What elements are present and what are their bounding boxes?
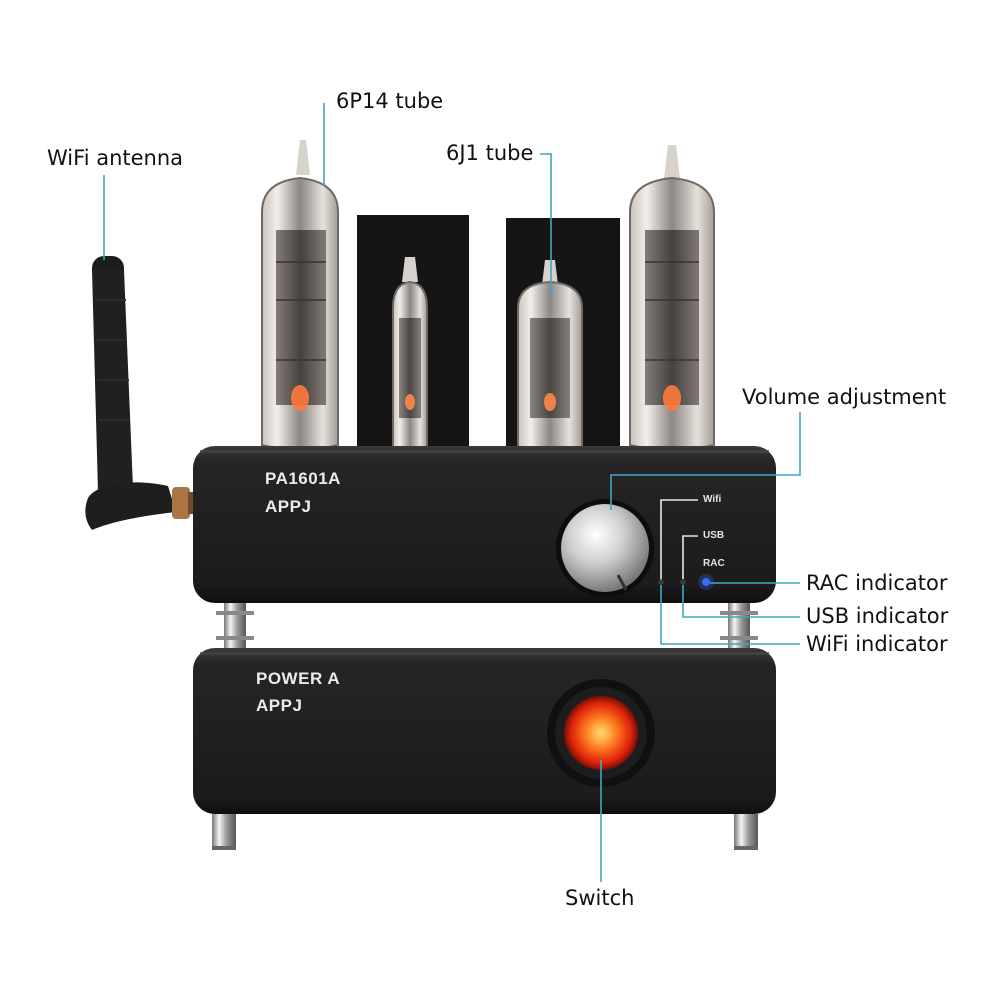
wifi-antenna <box>85 256 198 530</box>
usb-indicator-label: USB <box>703 530 725 541</box>
feet <box>212 814 758 850</box>
callout-volume-adjustment: Volume adjustment <box>742 385 947 409</box>
wifi-led <box>658 579 664 585</box>
power-model-label: POWER A <box>256 669 341 688</box>
rac-led <box>702 578 710 586</box>
power-switch[interactable] <box>547 679 655 787</box>
callout-wifi-indicator: WiFi indicator <box>806 632 948 656</box>
volume-knob[interactable] <box>556 499 654 597</box>
callout-wifi-antenna: WiFi antenna <box>47 146 184 170</box>
tube-6p14-left <box>261 140 339 451</box>
callout-rac-indicator: RAC indicator <box>806 571 948 595</box>
callout-usb-indicator: USB indicator <box>806 604 949 628</box>
tube-6p14-right <box>629 145 715 451</box>
callout-lines <box>103 103 801 882</box>
standoff-posts <box>216 603 758 655</box>
rac-indicator-label: RAC <box>703 558 725 569</box>
amp-brand-label: APPJ <box>265 497 312 516</box>
callout-6j1-tube: 6J1 tube <box>446 141 534 165</box>
callout-6p14-tube: 6P14 tube <box>336 89 444 113</box>
power-brand-label: APPJ <box>256 696 303 715</box>
tube-6j1-left <box>392 257 428 452</box>
usb-led <box>680 579 686 585</box>
wifi-indicator-label: Wifi <box>703 494 722 505</box>
tube-6j1-right <box>517 260 583 452</box>
callout-switch: Switch <box>565 886 635 910</box>
amp-model-label: PA1601A <box>265 469 341 488</box>
